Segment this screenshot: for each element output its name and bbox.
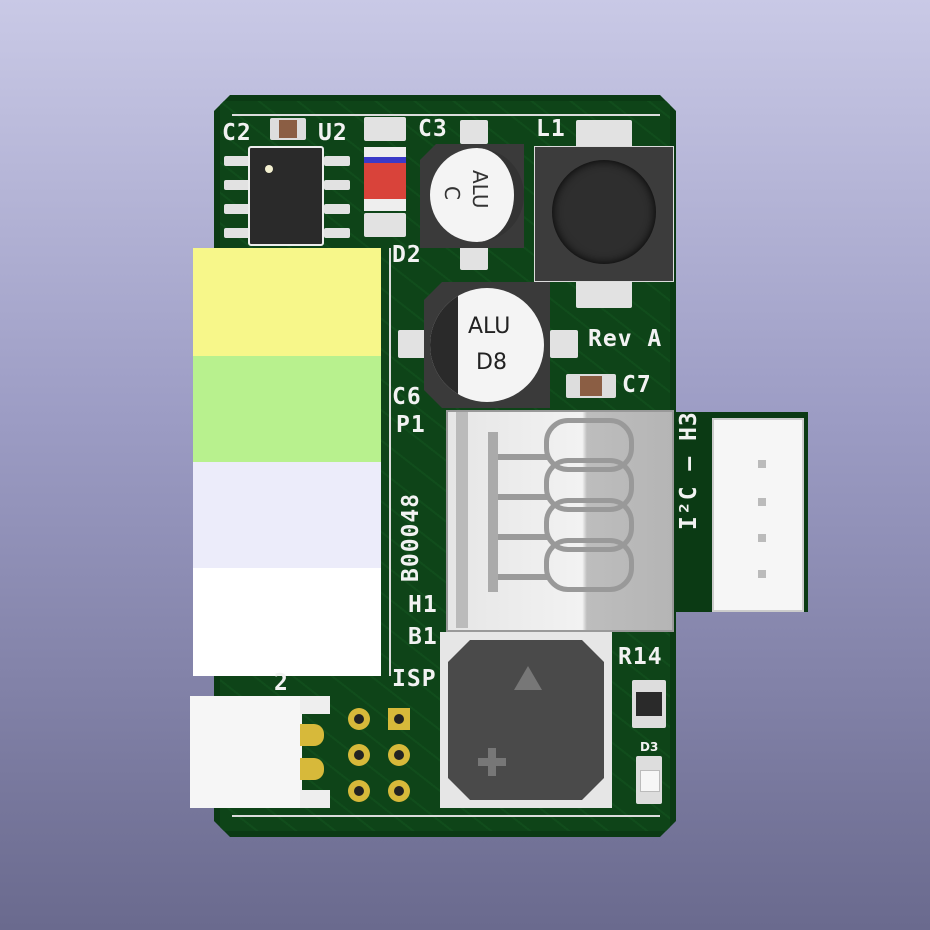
triangle-icon — [514, 666, 542, 690]
label-h3: I²C — H3 — [676, 411, 702, 530]
c3-capacitor: ALU C — [420, 120, 524, 270]
label-p1: P1 — [396, 412, 426, 438]
c3-alu-text: ALU — [468, 170, 492, 209]
label-h1: H1 — [408, 592, 438, 618]
label-d3: D3 — [640, 740, 659, 754]
p1-terminal-block[interactable] — [193, 248, 391, 676]
plus-icon — [478, 748, 506, 776]
label-c2: C2 — [222, 120, 252, 146]
label-c7: C7 — [622, 372, 652, 398]
u2-ic — [224, 146, 350, 246]
label-isp: ISP — [392, 666, 437, 692]
silk-bottom-edge — [232, 815, 660, 817]
h1-connector[interactable] — [446, 410, 674, 632]
c2-capacitor — [270, 118, 306, 140]
label-c3: C3 — [418, 116, 448, 142]
label-b1: B1 — [408, 624, 438, 650]
b1-buzzer — [440, 632, 612, 808]
silk-top-edge — [232, 114, 660, 116]
label-d2: D2 — [392, 242, 422, 268]
label-u2: U2 — [318, 120, 348, 146]
label-l1: L1 — [536, 116, 566, 142]
isp-header[interactable] — [346, 702, 416, 808]
l1-inductor — [534, 120, 674, 308]
label-rev: Rev A — [588, 326, 663, 352]
r14-resistor — [632, 680, 666, 728]
d8-alu-text: ALU — [468, 314, 511, 339]
bottom-left-connector[interactable] — [190, 696, 336, 808]
h3-connector[interactable] — [676, 412, 808, 612]
label-c6: C6 — [392, 384, 422, 410]
label-two: 2 — [274, 670, 289, 696]
d2-diode — [360, 117, 410, 237]
label-r14: R14 — [618, 644, 663, 670]
label-b00048: B00048 — [398, 492, 424, 582]
d8-capacitor: ALU D8 — [398, 282, 578, 412]
c3-c-text: C — [440, 186, 464, 200]
c7-capacitor — [566, 374, 616, 398]
d8-text: D8 — [476, 350, 507, 375]
d3-led — [636, 756, 662, 804]
